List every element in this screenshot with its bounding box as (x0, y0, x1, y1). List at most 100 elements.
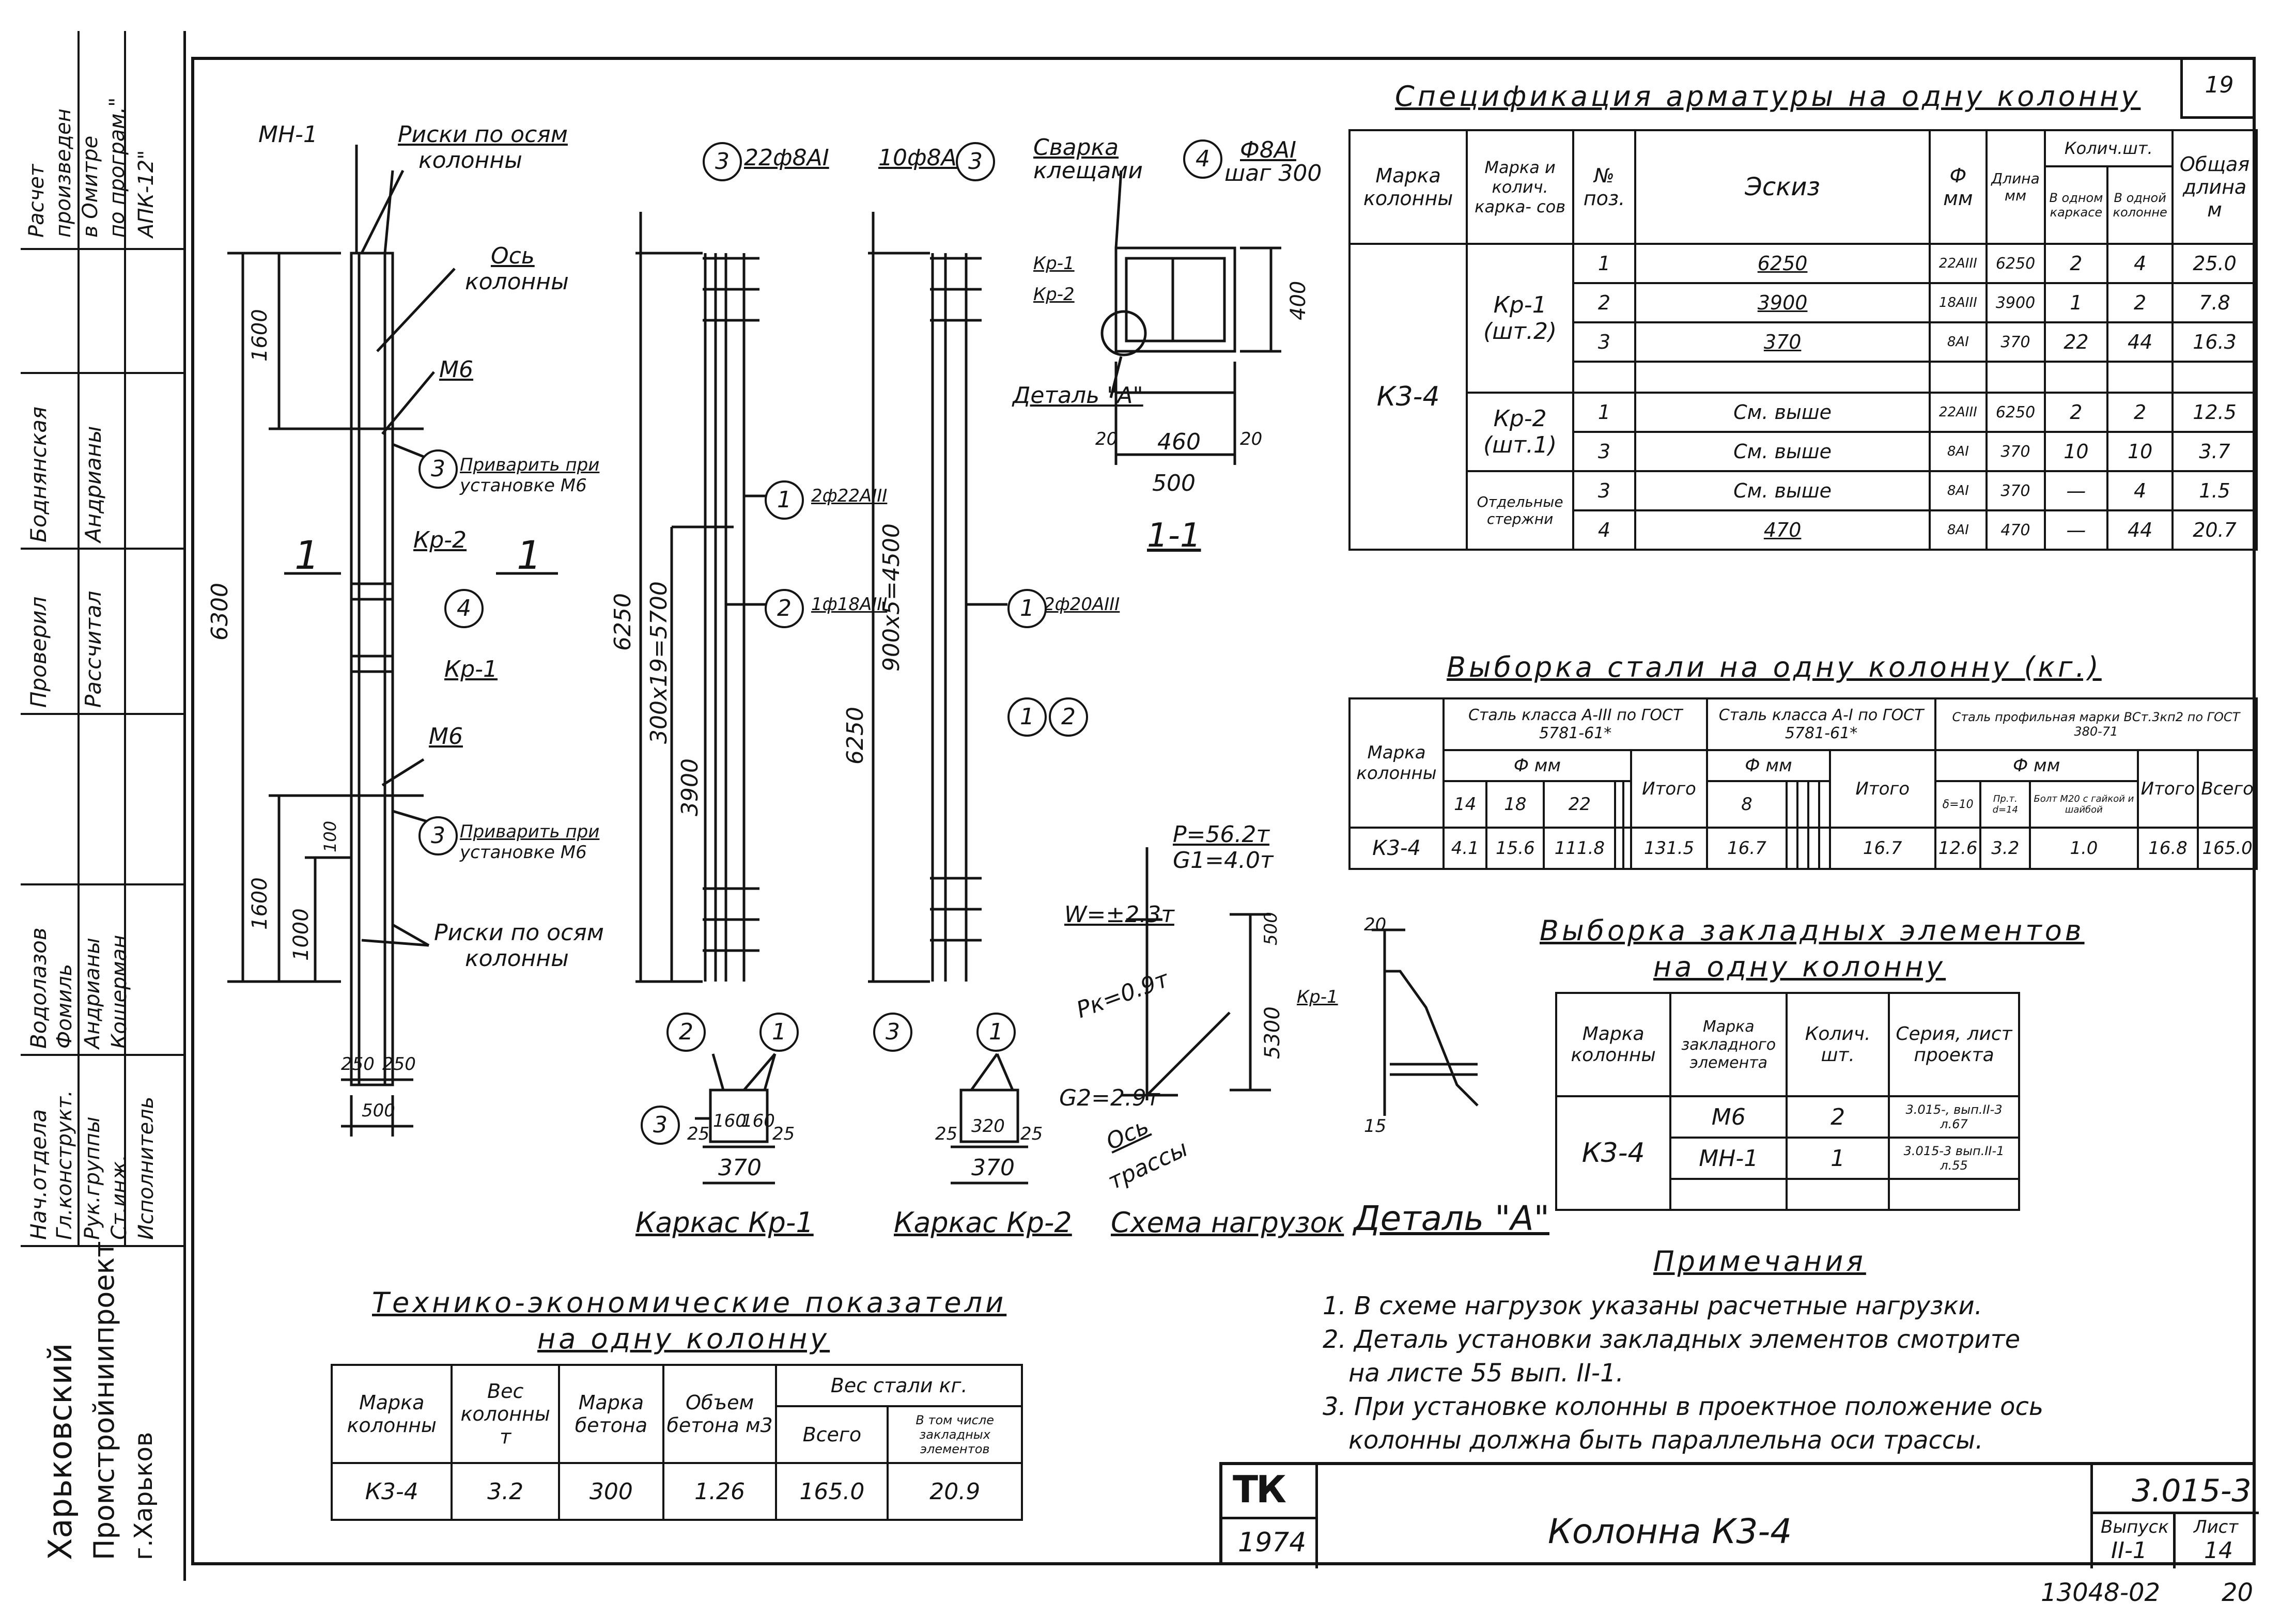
kp1-dim-6250: 6250 (610, 593, 636, 651)
spec-cell-empty (1634, 361, 1931, 394)
steel-h-fmm-prof: Ф мм (1934, 749, 2139, 782)
steel-h-itogo-a3: Итого (1630, 749, 1709, 829)
spec-cell: См. выше (1634, 470, 1931, 511)
spec-cell: 22АIII (1929, 243, 1988, 284)
title-vypusk: II-1 (2111, 1537, 2147, 1564)
spec-cell: 44 (2106, 321, 2174, 363)
kp1-sec-dim-2: 160 (713, 1111, 747, 1131)
tech-h-volume: Объем бетона м3 (662, 1364, 778, 1464)
detail-kp1: Кр-1 (1297, 987, 1338, 1007)
label-detal: Деталь "А" (1013, 382, 1143, 409)
steel-cell (1796, 827, 1809, 870)
pos-circle: 2 (765, 589, 804, 628)
label-os: Ось (491, 243, 535, 269)
steel-diam (1818, 780, 1831, 829)
bottom-page: 20 (2222, 1578, 2254, 1607)
spec-cell: 12.5 (2171, 392, 2258, 433)
title-name: Колонна К3-4 (1548, 1512, 1792, 1551)
spec-cell-empty (1985, 361, 2046, 394)
spec-cell: 2 (2043, 243, 2109, 284)
label-os-2: колонны (465, 269, 569, 295)
label-shag: шаг 300 (1224, 160, 1322, 186)
steel-h-a1: Сталь класса А-I по ГОСТ 5781-61* (1706, 697, 1936, 751)
steel-cell: 16.7 (1706, 827, 1788, 870)
steel-cell: 1.0 (2029, 827, 2139, 870)
spec-cell: 2 (2106, 392, 2174, 433)
label-kp2-section: Кр-2 (1033, 284, 1075, 305)
embed-cell: МН-1 (1669, 1137, 1788, 1180)
dim-250-a: 250 (341, 1054, 375, 1075)
steel-diam (1622, 780, 1632, 829)
spec-cell: 370 (1985, 321, 2046, 363)
spec-table-title: Спецификация арматуры на одну колонну (1395, 80, 2141, 113)
title-code: 3.015-3 (2132, 1473, 2252, 1509)
kp2-sec-dim-2: 320 (971, 1116, 1005, 1137)
tech-table-title-2: на одну колонну (537, 1323, 830, 1355)
dim-5300: 5300 (1261, 1006, 1284, 1059)
label-privarit-1b: установке М6 (460, 475, 587, 496)
spec-h-karkas: Марка и колич. карка- сов (1466, 129, 1574, 245)
spec-cell-empty (2106, 361, 2174, 394)
steel-h-a3: Сталь класса А-III по ГОСТ 5781-61* (1442, 697, 1709, 751)
embed-h-count: Колич. шт. (1786, 992, 1890, 1097)
spec-h-count: Колич.шт. (2043, 129, 2174, 167)
steel-prof-col: Пр.т. d=14 (1979, 780, 2031, 829)
kp2-top-label: 10ф8АI (878, 145, 964, 171)
spec-h-diam: Ф мм (1929, 129, 1988, 245)
tech-h-total: Всего (775, 1405, 889, 1464)
label-riski-bot-2: колонны (465, 945, 569, 972)
spec-cell: 8АI (1929, 321, 1988, 363)
spec-cell-empty (1929, 361, 1988, 394)
spec-group-2: Кр-2 (шт.1) (1466, 392, 1574, 472)
section-mark-1a: 1 (294, 532, 320, 578)
embed-cell: М6 (1669, 1095, 1788, 1139)
dim-1000: 1000 (289, 908, 313, 961)
pos-circle: 1 (976, 1013, 1016, 1052)
spec-cell: 3900 (1985, 282, 2046, 323)
logo-tk: ТК (1233, 1468, 1286, 1511)
tech-cell: 20.9 (887, 1462, 1023, 1521)
steel-cell (1622, 827, 1632, 870)
steel-h-mark: Марка колонны (1348, 697, 1445, 829)
spec-cell: 2 (2106, 282, 2174, 323)
kp2-dim-6250: 6250 (842, 707, 868, 765)
kp1-rod-1: 2ф22АIII (811, 486, 888, 506)
embed-h-mark: Марка колонны (1555, 992, 1672, 1097)
spec-cell: 3.7 (2171, 431, 2258, 472)
steel-h-itogo-prof: Итого (2136, 749, 2199, 829)
spec-cell: 3900 (1634, 282, 1931, 323)
dim-100: 100 (320, 820, 340, 852)
spec-cell: 370 (1985, 470, 2046, 511)
steel-diam (1785, 780, 1798, 829)
embed-cell: 1 (1786, 1137, 1890, 1180)
spec-cell: 6250 (1985, 243, 2046, 284)
steel-diam: 8 (1706, 780, 1788, 829)
label-riski-bot: Риски по осям (434, 920, 604, 946)
pos-circle: 1 (765, 480, 804, 520)
steel-diam (1807, 780, 1820, 829)
spec-group-1: Кр-1 (шт.2) (1466, 243, 1574, 394)
pos-circle: 4 (444, 589, 484, 628)
label-privarit-2b: установке М6 (460, 842, 587, 863)
steel-cell: 15.6 (1485, 827, 1545, 870)
kp1-sec-dim-1: 25 (687, 1124, 710, 1144)
spec-cell: 7.8 (2171, 282, 2258, 323)
title-block: ТК 1974 Колонна К3-4 3.015-3 Выпуск Лист… (1219, 1462, 2259, 1568)
label-privarit-1: Приварить при (460, 455, 600, 475)
steel-cell: 12.6 (1934, 827, 1982, 870)
kp2-sec-dim-1: 25 (935, 1124, 958, 1144)
steel-cell: 131.5 (1630, 827, 1709, 870)
note-2b: на листе 55 вып. II-1. (1348, 1359, 1624, 1388)
steel-prof-col: δ=10 (1934, 780, 1982, 829)
tech-h-mark: Марка колонны (330, 1364, 453, 1464)
spec-cell: 3 (1572, 470, 1637, 511)
dim-500-b: 500 (1152, 470, 1196, 496)
title-year: 1974 (1238, 1527, 1307, 1558)
pos-circle: 3 (641, 1106, 680, 1145)
pos-circle: 3 (703, 142, 742, 181)
caption-loads: Схема нагрузок (1111, 1206, 1344, 1239)
steel-h-itogo-a1: Итого (1828, 749, 1936, 829)
note-3: 3. При установке колонны в проектное пол… (1323, 1392, 2044, 1421)
steel-cell (1807, 827, 1820, 870)
